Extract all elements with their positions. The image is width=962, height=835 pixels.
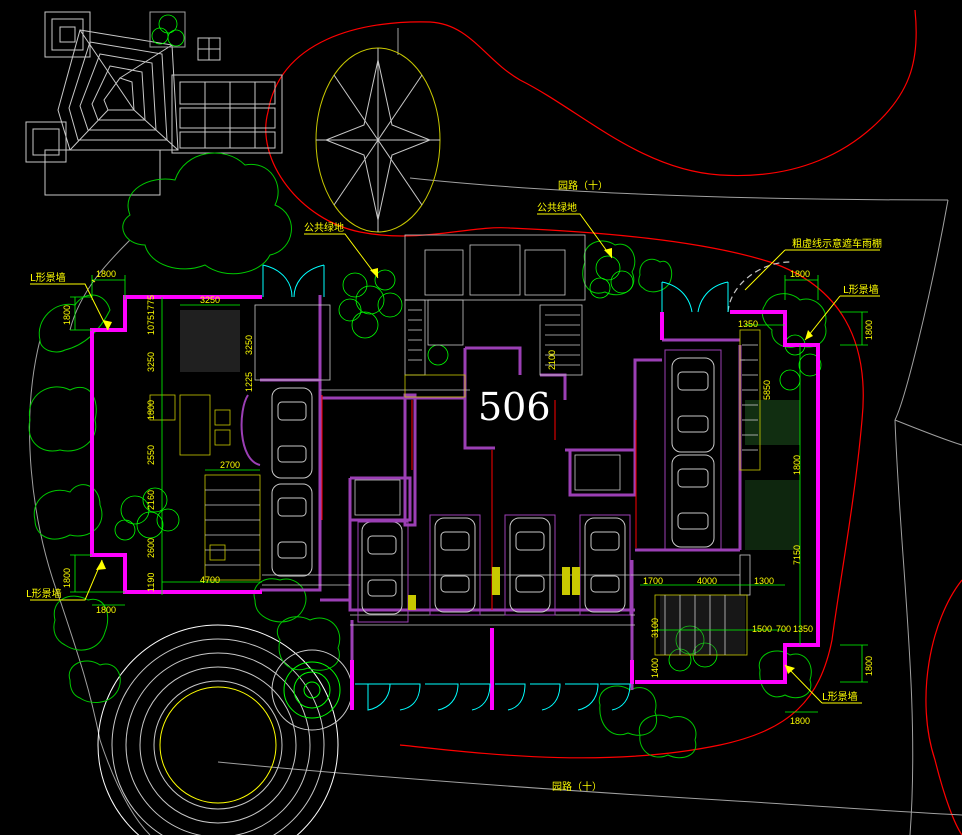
dim-text: 7150 xyxy=(792,545,802,565)
star-ellipse-plaza xyxy=(315,47,441,233)
car xyxy=(271,483,313,577)
paving-hatch xyxy=(180,310,800,655)
dim-text: 2160 xyxy=(146,490,156,510)
l-wall-label-bottom-right: L形景墙 xyxy=(822,690,858,703)
dim-text: 1800 xyxy=(96,269,116,279)
car xyxy=(271,387,313,479)
dim-text: 1700 xyxy=(643,576,663,586)
car xyxy=(584,517,626,613)
car xyxy=(434,517,476,613)
public-green-label-left: 公共绿地 xyxy=(304,221,344,234)
car xyxy=(361,521,403,615)
road-label-top: 园路（十） xyxy=(558,179,608,192)
dimension-lines xyxy=(70,275,868,713)
dim-text: 2550 xyxy=(146,445,156,465)
circular-tree-pad xyxy=(271,649,353,731)
dim-text: 4700 xyxy=(200,575,220,585)
pavilion-structure xyxy=(25,11,283,196)
dim-text: 1800 xyxy=(96,605,116,615)
dim-text: 1800 xyxy=(62,568,72,588)
site-grey-lines xyxy=(29,28,962,835)
dim-text: 10751775 xyxy=(146,295,156,335)
dim-text: 1800 xyxy=(864,656,874,676)
dim-text: 1500 xyxy=(752,624,772,634)
road-label-bottom: 园路（十） xyxy=(552,780,602,793)
l-wall-label-top-right: L形景墙 xyxy=(843,283,879,296)
road-boundary-lines xyxy=(265,9,962,835)
carport-canopy-note: 粗虚线示意遮车雨棚 xyxy=(792,237,882,250)
interior-thin-lines xyxy=(254,304,745,626)
dim-text: 1800 xyxy=(146,400,156,420)
dim-text: 1300 xyxy=(754,576,774,586)
dim-text: 1350 xyxy=(738,319,758,329)
car xyxy=(671,357,715,453)
car xyxy=(671,454,715,548)
dim-text: 1350 xyxy=(793,624,813,634)
dim-text: 3250 xyxy=(146,352,156,372)
dim-text: 3250 xyxy=(200,295,220,305)
dim-text: 1800 xyxy=(790,716,810,726)
dim-text: 2700 xyxy=(220,460,240,470)
public-green-label-right: 公共绿地 xyxy=(537,201,577,214)
dim-text: 1225 xyxy=(244,372,254,392)
dim-text: 700 xyxy=(776,624,791,634)
l-wall-label-top-left: L形景墙 xyxy=(30,271,66,284)
parking-cars xyxy=(271,349,722,623)
interior-red-lines xyxy=(321,395,637,610)
dim-text: 1190 xyxy=(146,573,156,592)
car xyxy=(509,517,551,613)
dim-text: 1400 xyxy=(650,658,660,678)
dim-text: 1800 xyxy=(62,305,72,325)
exterior-walls xyxy=(90,295,820,710)
entrance-stairs xyxy=(149,234,761,656)
dim-text: 2100 xyxy=(547,350,557,370)
planting-areas xyxy=(28,152,827,759)
dim-text: 1800 xyxy=(864,320,874,340)
unit-number: 506 xyxy=(478,385,551,429)
leader-arrows xyxy=(96,248,813,674)
planting-dense-clusters xyxy=(114,14,822,672)
leader-lines xyxy=(30,213,880,704)
dim-text: 5850 xyxy=(762,380,772,400)
dashed-canopy-outline xyxy=(727,261,791,313)
dim-text: 3100 xyxy=(650,618,660,638)
dim-text: 4000 xyxy=(697,576,717,586)
plaza-rings xyxy=(97,624,339,835)
dim-text: 1800 xyxy=(792,455,802,475)
l-wall-label-bottom-left: L形景墙 xyxy=(26,587,62,600)
dim-text: 3250 xyxy=(244,335,254,355)
doors xyxy=(240,264,729,711)
dim-text: 1800 xyxy=(790,269,810,279)
yellow-bollards xyxy=(408,567,580,610)
dim-text: 2600 xyxy=(146,538,156,558)
